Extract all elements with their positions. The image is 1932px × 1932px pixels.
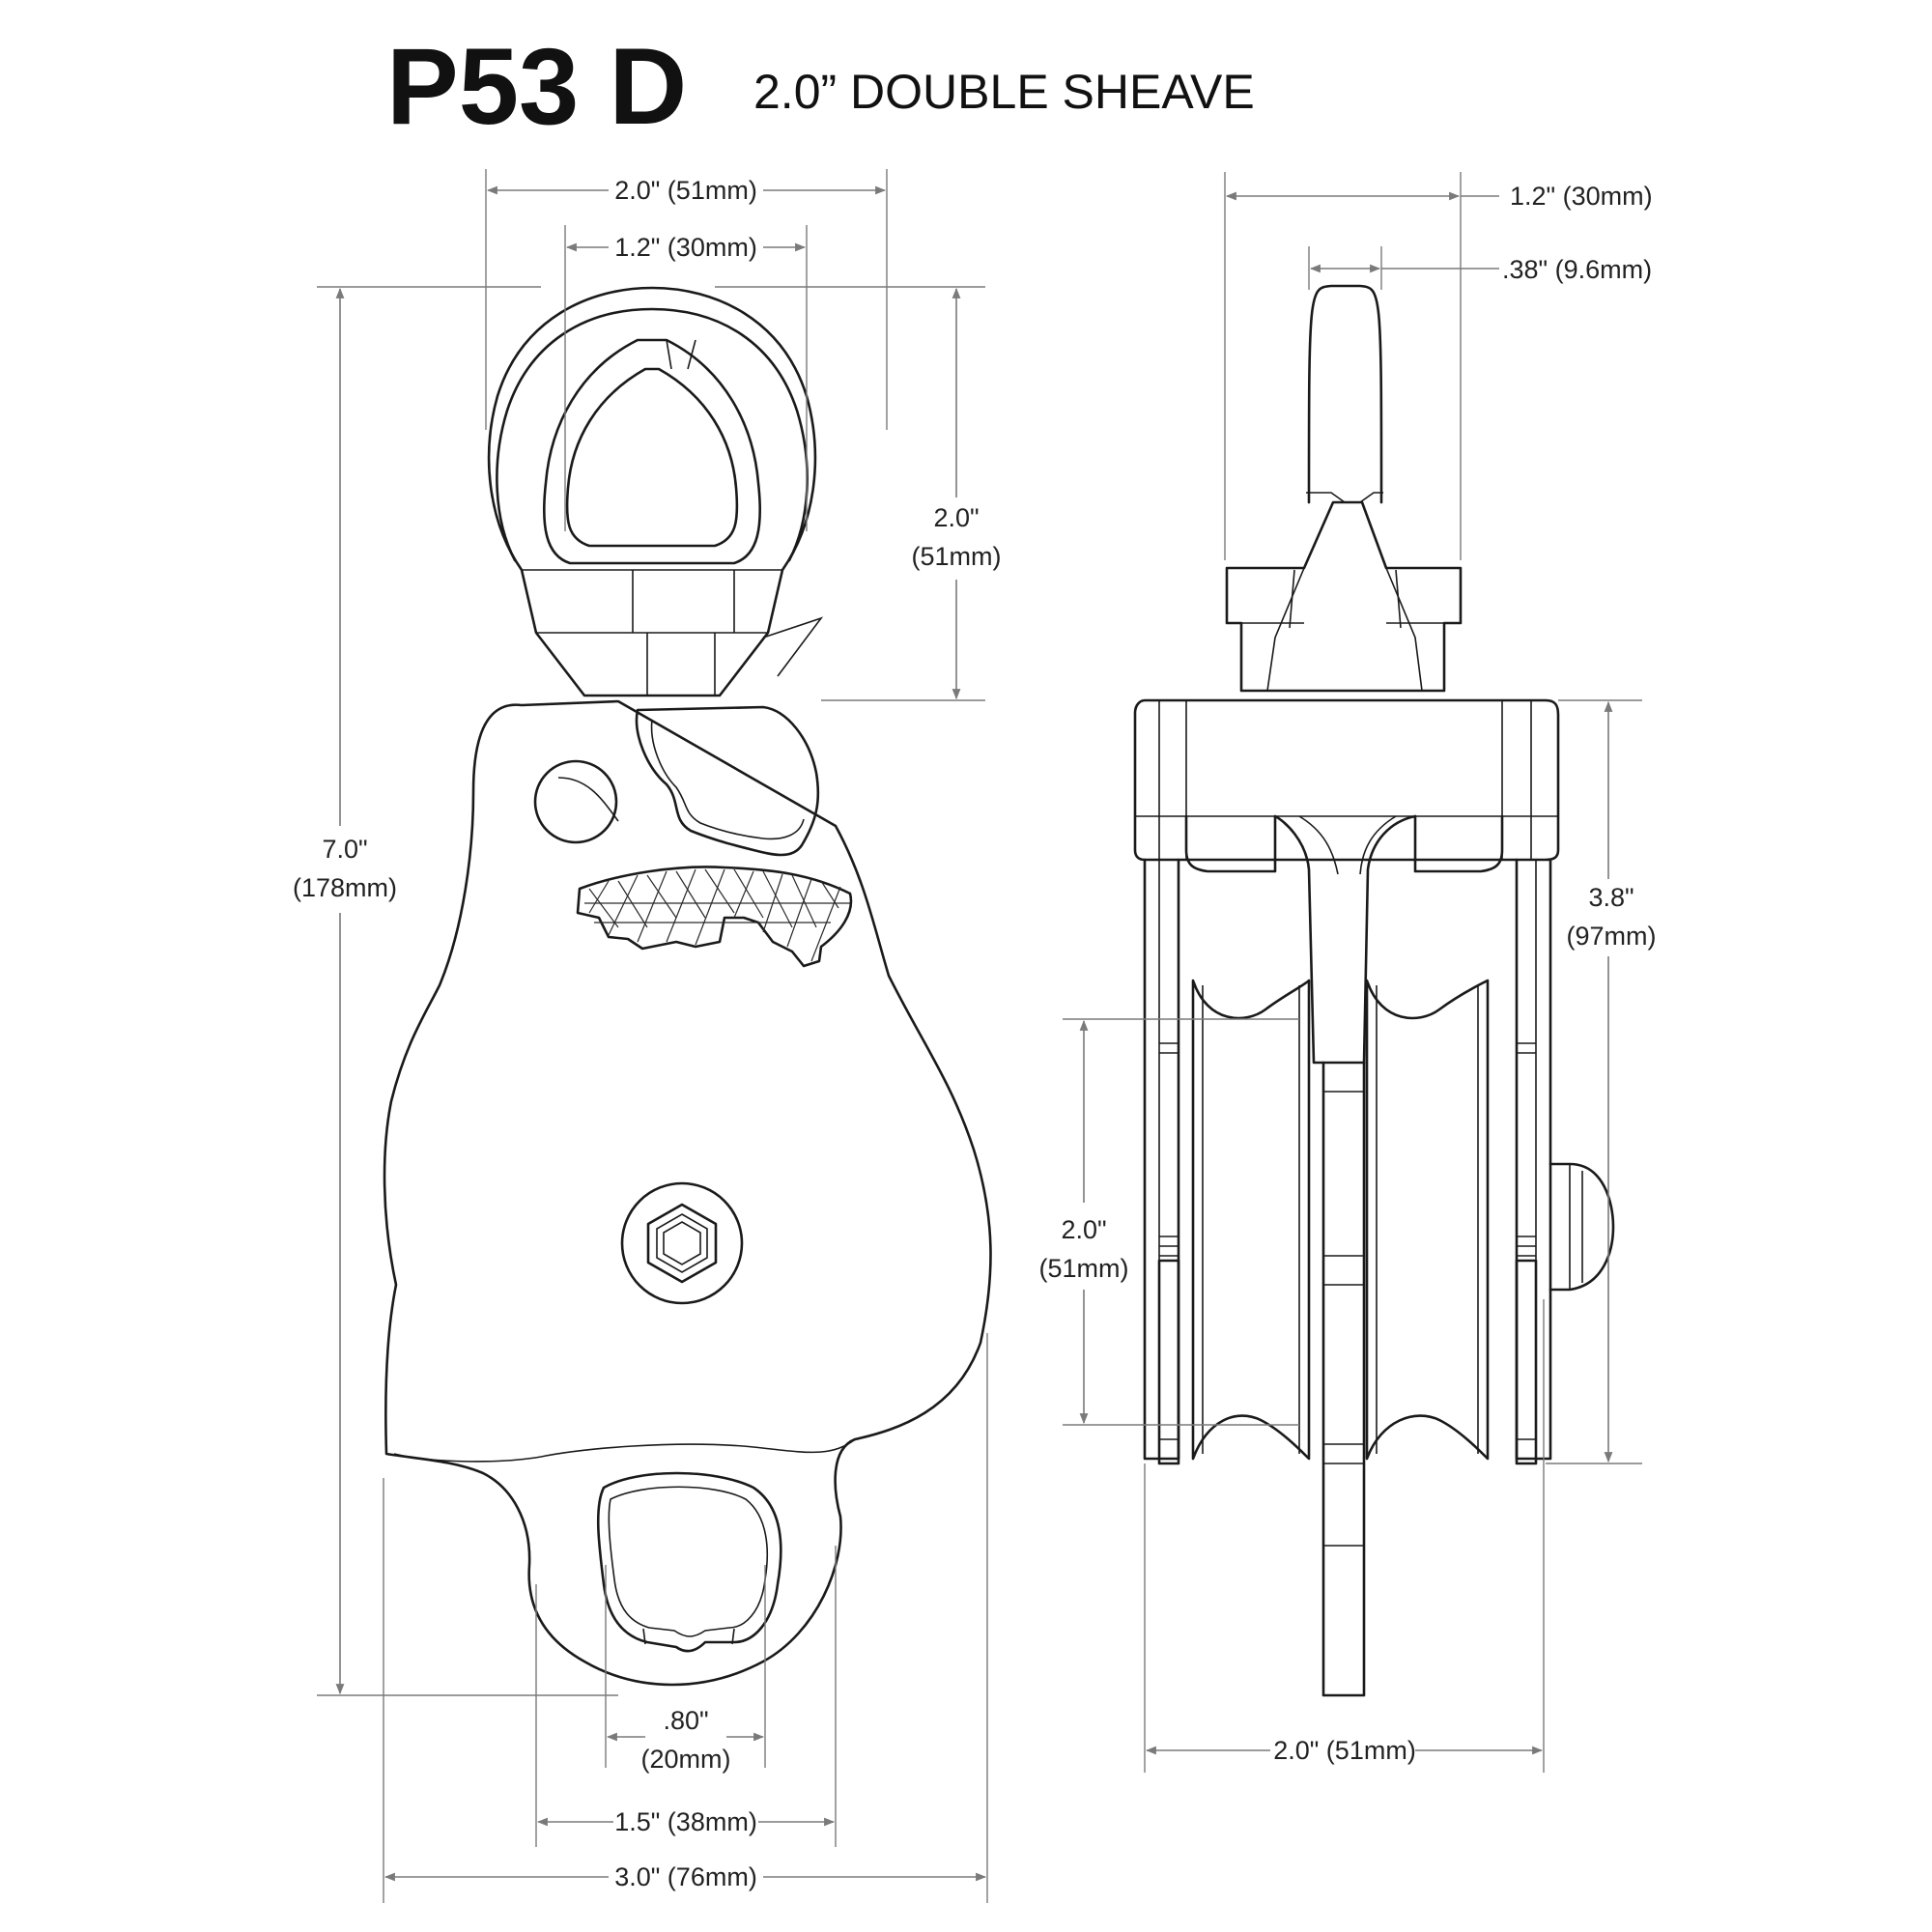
dim-becket-width: 1.5" (38mm) [614,1807,757,1836]
swivel-eye [487,286,824,697]
dim-swivel-inner-width: 1.2" (30mm) [614,233,757,262]
side-sheaves [1191,979,1490,1461]
dim-side-swivel-width: 1.2" (30mm) [1510,182,1653,211]
model-title: P53 D [386,26,687,147]
front-view: 2.0" (51mm) 1.2" (30mm) 2.0" (51mm) 7.0"… [293,169,1002,1903]
side-plates [1143,858,1552,1465]
dim-becket-hole-mm: (20mm) [641,1745,731,1774]
dim-side-plate-height-in: 3.8" [1588,883,1634,912]
front-dimensions: 2.0" (51mm) 1.2" (30mm) 2.0" (51mm) 7.0"… [293,169,1002,1903]
dim-side-plate-height-mm: (97mm) [1567,922,1657,951]
side-dimensions: 1.2" (30mm) .38" (9.6mm) 3.8" (97mm) 2.0… [1039,172,1657,1773]
dim-swivel-height-mm: (51mm) [912,542,1002,571]
dim-swivel-outer-width: 2.0" (51mm) [614,176,757,205]
dim-becket-hole-in: .80" [663,1706,708,1735]
dim-overall-width: 3.0" (76mm) [614,1862,757,1891]
side-view: 1.2" (30mm) .38" (9.6mm) 3.8" (97mm) 2.0… [1039,172,1657,1773]
dim-side-sheave-diameter-mm: (51mm) [1039,1254,1129,1283]
side-swivel [1225,284,1463,693]
dim-side-sheave-diameter-in: 2.0" [1061,1215,1106,1244]
block-body [383,699,992,1687]
side-axle-nut [1548,1162,1615,1292]
side-head-bar [1133,698,1560,1065]
dim-side-swivel-thickness: .38" (9.6mm) [1502,255,1652,284]
dim-swivel-height-in: 2.0" [933,503,979,532]
side-center-plate [1321,1061,1366,1697]
product-description: 2.0” DOUBLE SHEAVE [753,65,1255,119]
dim-overall-height-in: 7.0" [322,835,367,864]
dim-overall-height-mm: (178mm) [293,873,397,902]
dim-side-overall-width: 2.0" (51mm) [1273,1736,1416,1765]
